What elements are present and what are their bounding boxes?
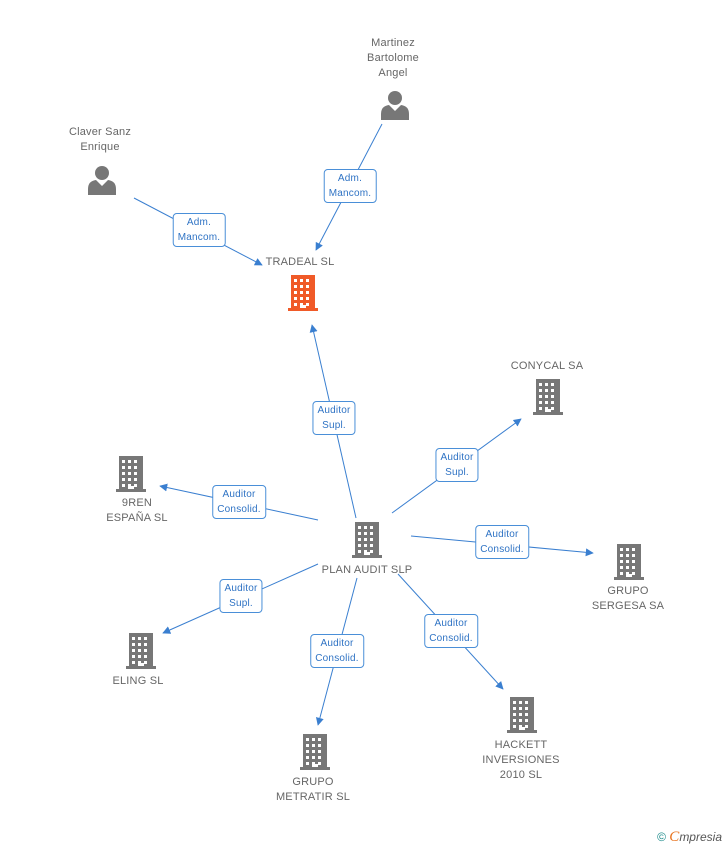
edge-label-plan-tradeal[interactable]: Auditor Supl.	[312, 401, 356, 435]
edge-label-plan-conycal[interactable]: Auditor Supl.	[435, 448, 479, 482]
person-icon[interactable]	[88, 165, 116, 200]
node-label-eling[interactable]: ELING SL	[112, 675, 164, 687]
edge-label-plan-eling[interactable]: Auditor Supl.	[219, 579, 263, 613]
empresia-brand: © Cmpresia	[657, 829, 722, 846]
building-icon[interactable]	[507, 697, 537, 738]
edge-label-plan-9ren[interactable]: Auditor Consolid.	[212, 485, 266, 519]
building-icon[interactable]	[533, 379, 563, 420]
building-icon[interactable]	[126, 633, 156, 674]
edge-label-plan-metratir[interactable]: Auditor Consolid.	[310, 634, 364, 668]
copyright-icon: ©	[657, 830, 666, 844]
node-label-9ren[interactable]: 9REN ESPAÑA SL	[106, 497, 168, 524]
node-label-martinez[interactable]: Martinez Bartolome Angel	[367, 37, 419, 79]
edge-label-plan-hackett[interactable]: Auditor Consolid.	[424, 614, 478, 648]
node-label-hackett[interactable]: HACKETT INVERSIONES 2010 SL	[482, 739, 560, 781]
brand-initial: C	[669, 829, 680, 845]
node-label-claver[interactable]: Claver Sanz Enrique	[68, 126, 132, 153]
building-icon[interactable]	[300, 734, 330, 775]
building-icon[interactable]	[614, 544, 644, 585]
brand-name: mpresia	[679, 830, 722, 844]
building-icon[interactable]	[352, 522, 382, 563]
node-label-metratir[interactable]: GRUPO METRATIR SL	[275, 776, 351, 803]
edge-label-plan-sergesa[interactable]: Auditor Consolid.	[475, 525, 529, 559]
building-icon[interactable]	[288, 275, 318, 316]
edge-label-martinez-tradeal[interactable]: Adm. Mancom.	[323, 169, 377, 203]
edge-label-claver-tradeal[interactable]: Adm. Mancom.	[172, 213, 226, 247]
node-label-plan[interactable]: PLAN AUDIT SLP	[321, 564, 413, 576]
building-icon[interactable]	[116, 456, 146, 497]
person-icon[interactable]	[381, 90, 409, 125]
node-label-conycal[interactable]: CONYCAL SA	[510, 360, 584, 372]
node-label-tradeal[interactable]: TRADEAL SL	[265, 256, 335, 268]
node-label-sergesa[interactable]: GRUPO SERGESA SA	[591, 585, 665, 612]
